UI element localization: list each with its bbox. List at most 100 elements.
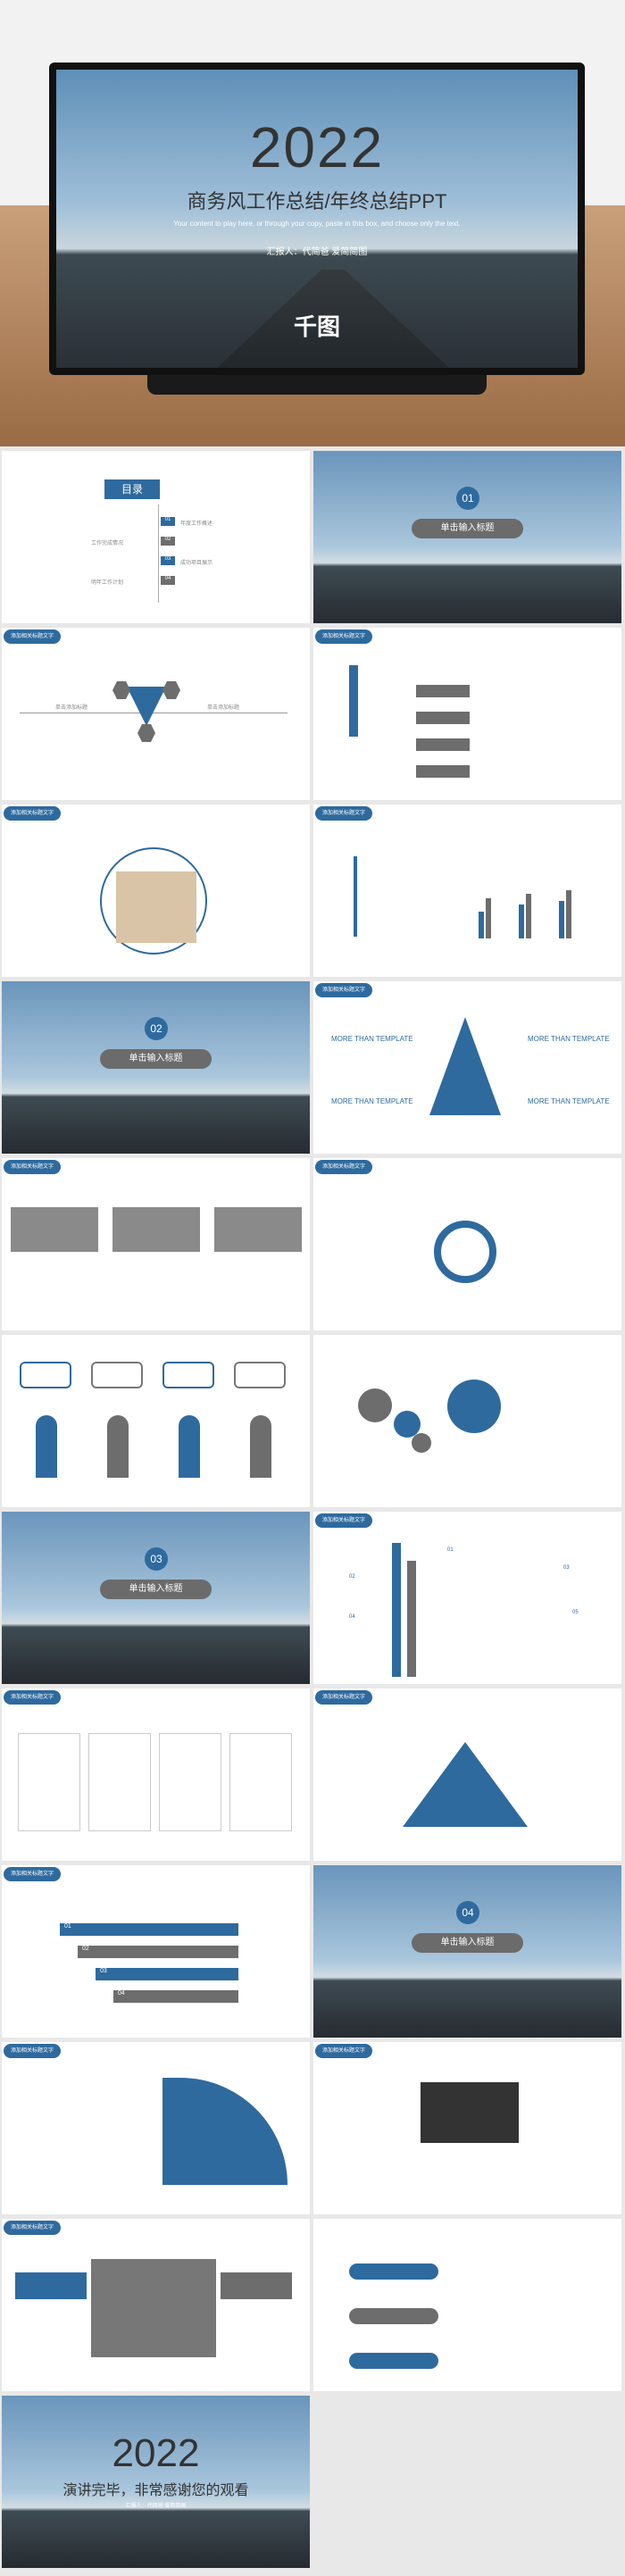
arrow-shape [416,712,470,724]
card [18,1733,80,1831]
ending-reporter: 汇报人：代简爸 爱简简图 [125,2504,187,2509]
speech-bubble [234,1362,286,1388]
hex-icon [162,681,180,699]
speech-bubble [20,1362,71,1388]
ending-slide[interactable]: 2022 演讲完毕，非常感谢您的观看 汇报人：代简爸 爱简简图 [2,2396,310,2568]
slide-tag: 添加相关标题文字 [315,1160,373,1174]
content-slide-buttons[interactable] [313,2219,621,2391]
toc-line [158,504,159,603]
signpost [392,1543,401,1677]
step-bar: 02 [78,1946,238,1958]
slide-tag: 添加相关标题文字 [315,806,373,821]
section-title: 单击输入标题 [100,1049,212,1069]
chart-bar [566,890,571,938]
label-more-template: MORE THAN TEMPLATE [331,1035,413,1043]
city-photo [214,1207,302,1252]
content-slide-circle[interactable]: 添加相关标题文字 [2,804,310,977]
chart-bar [486,898,491,938]
label-text: 单击添加标题 [55,705,88,711]
arrow-shape [416,738,470,751]
label-text: 单击添加标题 [207,705,240,711]
chart-bar [479,912,484,938]
city-photo [11,1207,98,1252]
slide-tag: 添加相关标题文字 [315,983,373,997]
content-slide-bubbles[interactable] [313,1335,621,1507]
slide-tag: 添加相关标题文字 [4,806,62,821]
arrow-number: 02 [349,1574,355,1580]
bubble-circle [358,1388,392,1422]
content-slide-arrows[interactable]: 添加相关标题文字 [313,628,621,800]
content-slide-cycle[interactable]: 添加相关标题文字 [313,1158,621,1330]
section-slide-1[interactable]: 01 单击输入标题 [313,451,621,623]
content-slide-hex[interactable]: 添加相关标题文字 单击添加标题 单击添加标题 [2,628,310,800]
laptop-image [421,2082,519,2143]
content-slide-figures[interactable] [2,1335,310,1507]
toc-num-4: 04 [161,576,175,585]
hero-reporter: 汇报人：代简爸 爱简简图 [266,247,368,257]
section-number: 01 [456,487,479,510]
text-box [221,2272,292,2299]
content-slide-photo-grid[interactable]: 添加相关标题文字 [2,2219,310,2391]
triangle-shape [403,1742,528,1827]
triangle-shape [127,687,166,726]
toc-item-2[interactable]: 工作完成情况 [91,541,124,546]
icon-column [349,665,358,737]
label-more-template: MORE THAN TEMPLATE [528,1035,610,1043]
bubble-circle [394,1411,421,1438]
pill-button[interactable] [349,2308,438,2324]
slide-tag: 添加相关标题文字 [4,1160,62,1174]
hero-subtitle: Your content to play here, or through yo… [173,220,461,228]
arrow-number: 05 [572,1610,579,1615]
card [229,1733,292,1831]
ending-thanks: 演讲完毕，非常感谢您的观看 [62,2483,249,2498]
section-number: 02 [145,1017,168,1040]
person-icon [250,1415,271,1478]
pill-button[interactable] [349,2263,438,2280]
arrow-shape [416,685,470,697]
content-slide-fan[interactable]: 添加相关标题文字 [2,2042,310,2214]
section-slide-3[interactable]: 03 单击输入标题 [2,1512,310,1684]
label-more-template: MORE THAN TEMPLATE [528,1097,610,1105]
chart-bar [559,901,564,938]
section-title: 单击输入标题 [100,1580,212,1599]
hero-slide: 2022 商务风工作总结/年终总结PPT Your content to pla… [0,0,625,446]
pill-button[interactable] [349,2353,438,2369]
toc-item-3[interactable]: 成功项目展示 [180,561,213,566]
circle-frame [100,847,207,955]
arrow-number: 04 [349,1614,355,1620]
slide-tag: 添加相关标题文字 [315,2044,373,2058]
arrow-number: 01 [447,1547,454,1553]
content-slide-city[interactable]: 添加相关标题文字 [2,1158,310,1330]
toc-item-4[interactable]: 明年工作计划 [91,580,124,586]
section-slide-2[interactable]: 02 单击输入标题 [2,981,310,1154]
content-slide-steps[interactable]: 添加相关标题文字 01 02 03 04 [2,1865,310,2038]
chart-bar [519,905,524,938]
text-box [15,2272,87,2299]
person-icon [36,1415,57,1478]
content-slide-signs[interactable]: 添加相关标题文字 01 02 03 04 05 [313,1512,621,1684]
content-slide-triangle[interactable]: 添加相关标题文字 [313,1688,621,1861]
step-bar: 01 [60,1923,238,1936]
card [159,1733,221,1831]
content-slide-pyramid[interactable]: 添加相关标题文字 MORE THAN TEMPLATE MORE THAN TE… [313,981,621,1154]
section-title: 单击输入标题 [412,1933,523,1953]
toc-num-2: 02 [161,537,175,546]
slide-tag: 添加相关标题文字 [315,1513,373,1528]
content-slide-devices[interactable]: 添加相关标题文字 [313,2042,621,2214]
hex-icon [138,724,155,742]
slide-tag: 添加相关标题文字 [4,2044,62,2058]
hex-icon [112,681,130,699]
toc-item-1[interactable]: 年度工作概述 [180,521,213,527]
toc-num-1: 01 [161,517,175,526]
section-number: 03 [145,1547,168,1571]
section-slide-4[interactable]: 04 单击输入标题 [313,1865,621,2038]
slide-tag: 添加相关标题文字 [315,629,373,644]
slide-tag: 添加相关标题文字 [4,1690,62,1705]
content-slide-chart[interactable]: 添加相关标题文字 [313,804,621,977]
toc-slide[interactable]: 目录 年度工作概述 01 工作完成情况 02 成功项目展示 03 明年工作计划 … [2,451,310,623]
bubble-circle [447,1380,501,1433]
toc-num-3: 03 [161,556,175,565]
hero-year: 2022 [249,115,385,179]
content-slide-cards[interactable]: 添加相关标题文字 [2,1688,310,1861]
monitor-screen: 2022 商务风工作总结/年终总结PPT Your content to pla… [56,70,578,368]
